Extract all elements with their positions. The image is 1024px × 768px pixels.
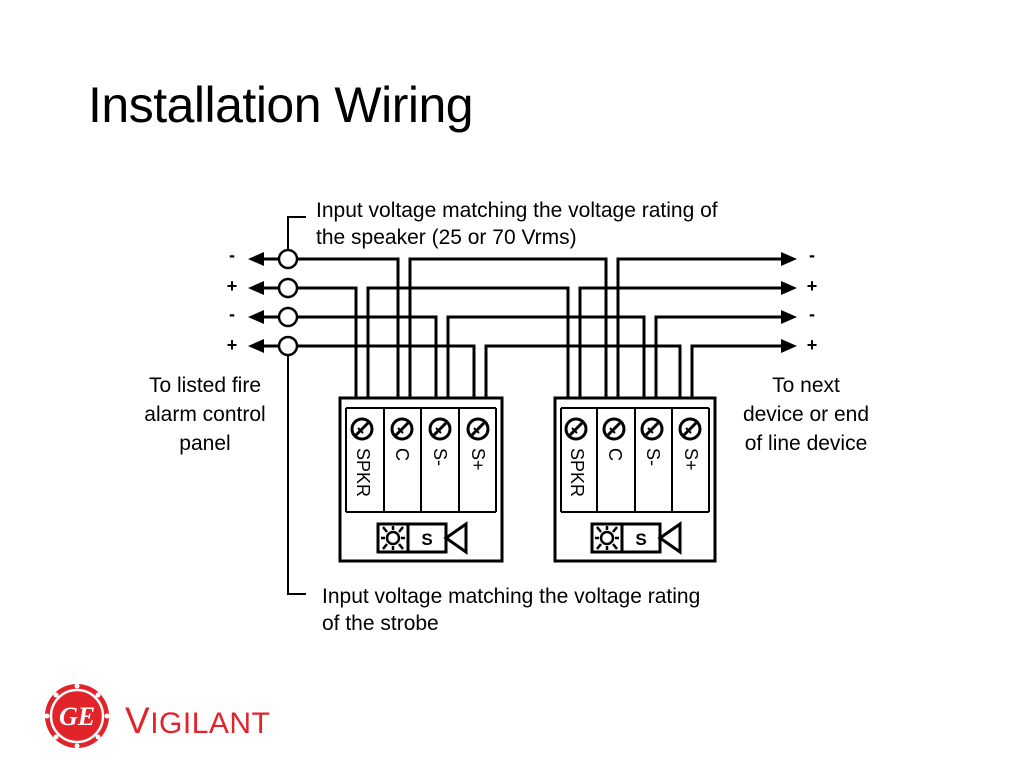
speaker-note-line-1: Input voltage matching the voltage ratin…: [316, 199, 718, 222]
left-polarity-plus-2: +: [226, 335, 238, 355]
device-2-wiring: [578, 257, 782, 420]
control-panel-label: To listed fire alarm control panel: [120, 371, 290, 458]
device-1-terminal-spkr: SPKR: [353, 448, 373, 497]
left-arrowheads: [248, 252, 264, 353]
right-polarity-plus-2: +: [806, 335, 818, 355]
ge-logo-monogram: GE: [59, 702, 95, 731]
device-1-terminal-c: C: [392, 448, 412, 461]
right-polarity-plus-1: +: [806, 276, 818, 296]
device-2-strobe-letter: S: [635, 530, 646, 549]
control-panel-label-line-2: alarm control: [144, 403, 266, 426]
ge-logo: GE: [44, 683, 110, 749]
left-polarity-minus-2: -: [229, 304, 235, 324]
device-1-terminal-s-minus: S-: [430, 448, 450, 466]
device-2-terminal-c: C: [605, 448, 625, 461]
strobe-note-bracket: [287, 345, 306, 595]
left-polarity-plus-1: +: [226, 276, 238, 296]
speaker-strobe-device-1: [338, 396, 504, 563]
speaker-note-bracket: [287, 216, 306, 258]
speaker-strobe-device-2: [553, 396, 717, 563]
splice-connectors: [277, 248, 299, 357]
control-panel-label-line-1: To listed fire: [148, 374, 262, 397]
next-device-label-line-3: of line device: [744, 432, 868, 455]
slide-title: Installation Wiring: [88, 77, 474, 133]
device-2-terminal-s-minus: S-: [643, 448, 663, 466]
next-device-label-line-1: To next: [772, 374, 840, 397]
left-wire-stubs: [262, 257, 279, 348]
control-panel-label-line-3: panel: [179, 432, 231, 455]
right-polarity-minus-1: -: [809, 245, 815, 265]
right-polarity-minus-2: -: [809, 304, 815, 324]
strobe-note-line-2: of the strobe: [322, 612, 439, 635]
brand-rest: IGILANT: [150, 707, 271, 740]
device-2-terminal-s-plus: S+: [681, 448, 701, 471]
device-1-terminal-s-plus: S+: [468, 448, 488, 471]
strobe-voltage-note: Input voltage matching the voltage ratin…: [322, 583, 700, 637]
right-arrowheads: [781, 252, 797, 353]
device-1-strobe-letter: S: [421, 530, 432, 549]
speaker-note-line-2: the speaker (25 or 70 Vrms): [316, 226, 577, 249]
vigilant-brand-name: VIGILANT: [125, 700, 270, 742]
brand-initial: V: [125, 700, 151, 741]
next-device-label-line-2: device or end: [742, 403, 870, 426]
left-polarity-minus-1: -: [229, 245, 235, 265]
speaker-voltage-note: Input voltage matching the voltage ratin…: [316, 197, 718, 251]
device-2-terminal-spkr: SPKR: [567, 448, 587, 497]
next-device-label: To next device or end of line device: [722, 371, 890, 458]
device-1-wiring: [297, 257, 682, 420]
strobe-note-line-1: Input voltage matching the voltage ratin…: [322, 585, 701, 608]
